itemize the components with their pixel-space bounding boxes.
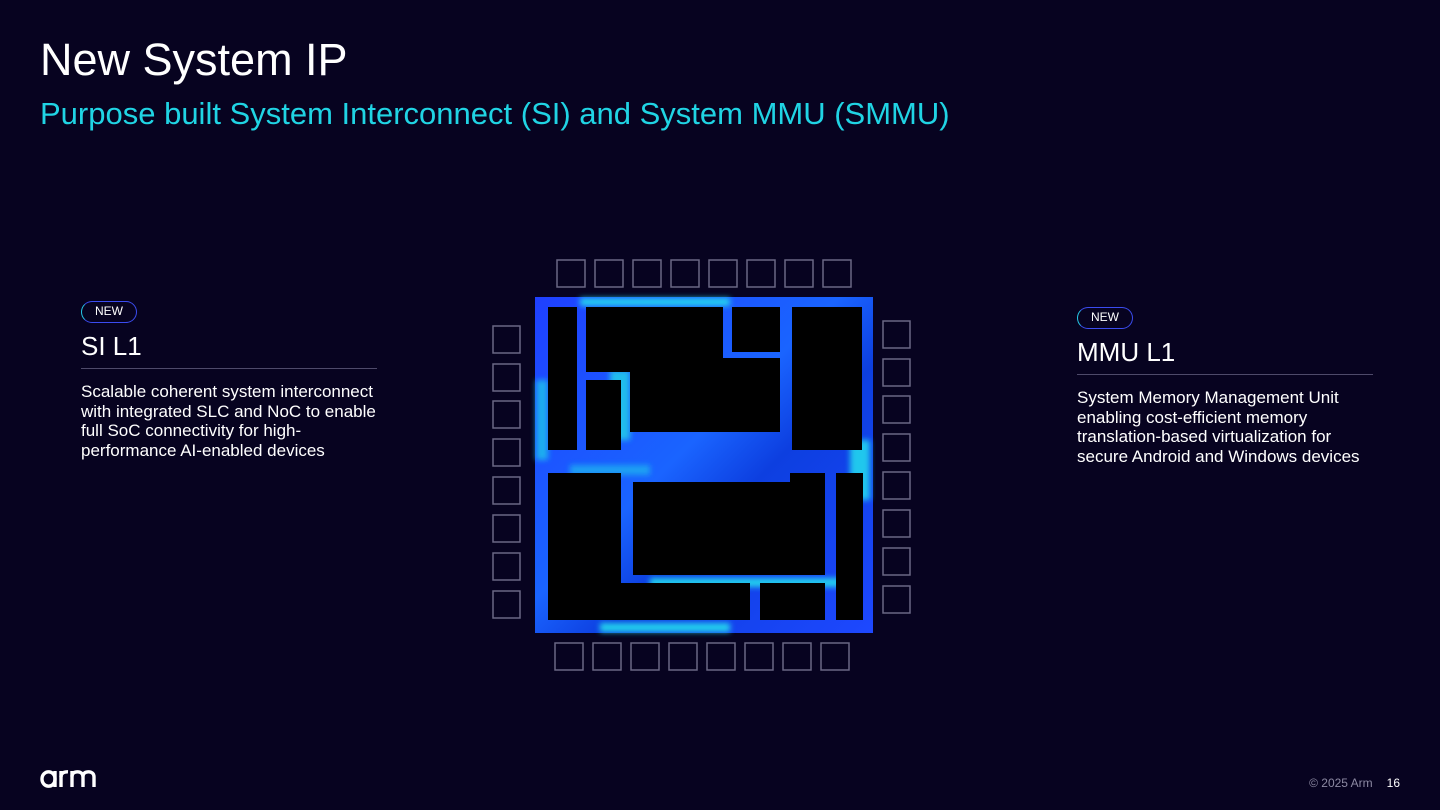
- panel-heading: MMU L1: [1077, 337, 1176, 367]
- divider: [81, 368, 377, 369]
- si-l1-panel: NEW SI L1 Scalable coherent system inter…: [81, 301, 377, 460]
- top-pads: [556, 259, 852, 288]
- divider: [1077, 374, 1373, 375]
- new-badge: NEW: [81, 301, 137, 323]
- slide-title: New System IP: [40, 34, 348, 85]
- page-number: 16: [1386, 776, 1400, 790]
- chip-diagram-icon: [470, 240, 930, 690]
- panel-heading: SI L1: [81, 331, 142, 361]
- die-blocks: [548, 307, 863, 620]
- new-badge: NEW: [1077, 307, 1133, 329]
- copyright-text: © 2025 Arm: [1309, 776, 1373, 790]
- mmu-l1-panel: NEW MMU L1 System Memory Management Unit…: [1077, 307, 1373, 466]
- arm-logo: [40, 762, 102, 797]
- right-pads: [882, 320, 911, 614]
- slide-subtitle: Purpose built System Interconnect (SI) a…: [40, 96, 950, 131]
- left-pads: [492, 325, 521, 619]
- panel-description: System Memory Management Unit enabling c…: [1077, 388, 1360, 466]
- panel-description: Scalable coherent system interconnect wi…: [81, 382, 376, 460]
- bottom-pads: [554, 642, 850, 671]
- footer: © 2025 Arm 16: [1309, 776, 1400, 790]
